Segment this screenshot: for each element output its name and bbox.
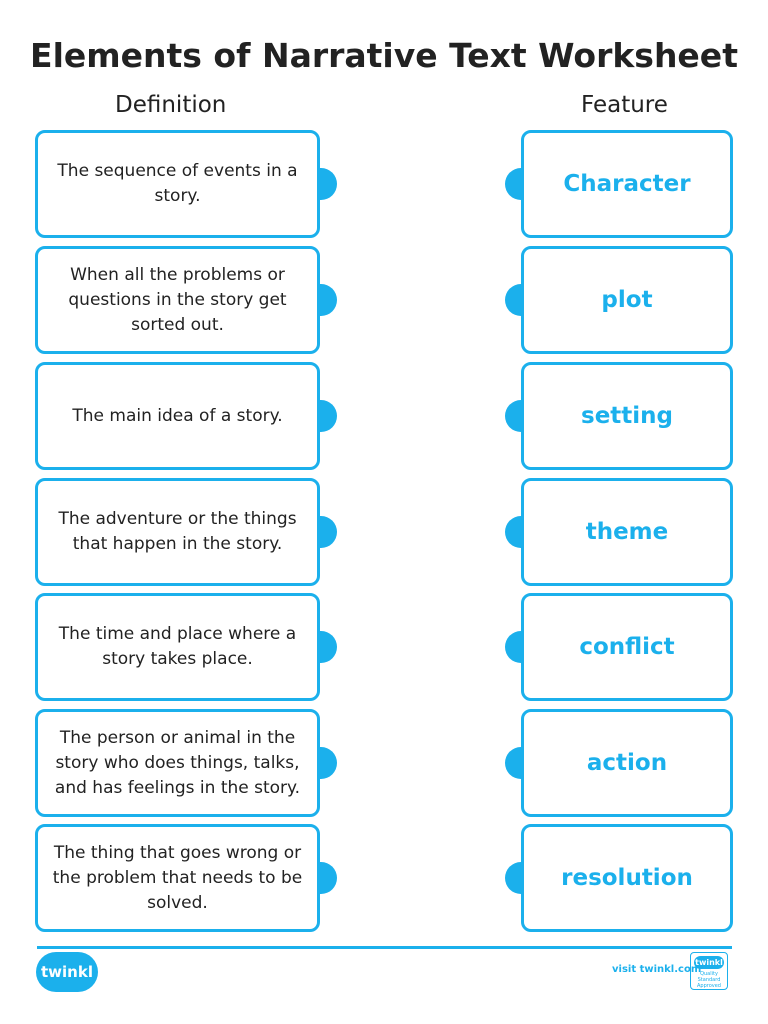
feature-card[interactable]: Character (521, 130, 733, 238)
quality-badge: twinkl Quality Standard Approved (690, 952, 728, 990)
twinkl-logo: twinkl (36, 952, 98, 992)
feature-card[interactable]: plot (521, 246, 733, 354)
feature-text: action (586, 750, 668, 776)
feature-text: theme (585, 519, 669, 545)
definition-text: When all the problems or questions in th… (68, 264, 287, 335)
feature-text: Character (563, 171, 691, 197)
definition-card[interactable]: The sequence of events in a story. (35, 130, 320, 238)
definition-card[interactable]: The person or animal in the story who do… (35, 709, 320, 817)
connector-tab (505, 400, 522, 432)
connector-tab (320, 516, 337, 548)
definition-card[interactable]: The thing that goes wrong or the problem… (35, 824, 320, 932)
connector-tab (505, 631, 522, 663)
connector-tab (320, 747, 337, 779)
definition-card[interactable]: When all the problems or questions in th… (35, 246, 320, 354)
definition-text: The thing that goes wrong or the problem… (52, 842, 303, 913)
connector-tab (320, 284, 337, 316)
badge-text: Quality Standard Approved (697, 971, 721, 989)
definition-card[interactable]: The time and place where a story takes p… (35, 593, 320, 701)
connector-tab (320, 631, 337, 663)
feature-card[interactable]: resolution (521, 824, 733, 932)
feature-text: setting (581, 403, 673, 429)
feature-card[interactable]: action (521, 709, 733, 817)
badge-logo: twinkl (694, 956, 724, 969)
feature-text: conflict (579, 634, 675, 660)
feature-card[interactable]: theme (521, 478, 733, 586)
feature-card[interactable]: conflict (521, 593, 733, 701)
footer-divider (37, 946, 732, 949)
feature-text: plot (601, 287, 653, 313)
connector-tab (320, 862, 337, 894)
definition-text: The person or animal in the story who do… (54, 727, 301, 798)
connector-tab (320, 168, 337, 200)
feature-header: Feature (581, 92, 668, 118)
definition-card[interactable]: The adventure or the things that happen … (35, 478, 320, 586)
feature-text: resolution (561, 865, 693, 891)
connector-tab (320, 400, 337, 432)
connector-tab (505, 516, 522, 548)
definition-text: The sequence of events in a story. (57, 161, 298, 206)
feature-card[interactable]: setting (521, 362, 733, 470)
definition-text: The adventure or the things that happen … (58, 509, 297, 554)
definition-header: Definition (115, 92, 227, 118)
definition-text: The main idea of a story. (72, 405, 283, 426)
definition-text: The time and place where a story takes p… (58, 624, 297, 669)
page-title: Elements of Narrative Text Worksheet (30, 36, 738, 75)
connector-tab (505, 747, 522, 779)
definition-card[interactable]: The main idea of a story. (35, 362, 320, 470)
connector-tab (505, 862, 522, 894)
connector-tab (505, 168, 522, 200)
visit-link[interactable]: visit twinkl.com (612, 964, 702, 975)
connector-tab (505, 284, 522, 316)
